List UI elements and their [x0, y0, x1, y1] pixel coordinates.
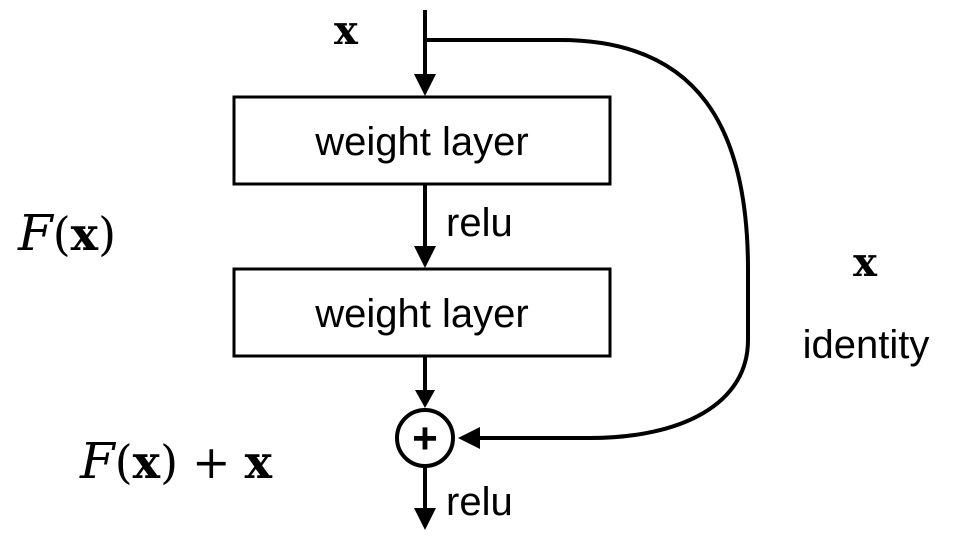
identity-var-label: x	[853, 239, 878, 286]
residual-function-label: F(x)	[17, 204, 116, 262]
weight-layer-1-box	[232, 95, 612, 186]
residual-function-open: (	[53, 207, 71, 261]
identity-arrow-head	[458, 427, 480, 449]
add-node-symbol: +	[412, 414, 438, 463]
relu-2-label: relu	[446, 480, 513, 524]
input-label: x	[334, 7, 359, 54]
residual-function-var: x	[71, 207, 99, 261]
weight-layer-2-label: weight layer	[314, 292, 528, 336]
input-arrow-head	[414, 74, 436, 96]
weight-layer-1-label: weight layer	[314, 120, 528, 164]
sum-open: (	[115, 435, 133, 489]
weight-layer-2-box	[232, 267, 612, 358]
sum-close: )	[160, 435, 178, 489]
to-add-arrow-head	[415, 390, 435, 408]
sum-label: F(x)+x	[79, 432, 273, 490]
sum-var2: x	[245, 435, 273, 489]
relu-1-label: relu	[446, 201, 513, 245]
identity-skip-path	[425, 38, 750, 440]
mid-arrow-head	[414, 246, 436, 268]
output-arrow-head	[414, 508, 436, 530]
sum-script: F	[79, 432, 117, 490]
sum-plus: +	[192, 435, 231, 489]
residual-function-script: F	[17, 204, 55, 262]
identity-label: identity	[803, 323, 930, 367]
sum-var: x	[133, 435, 161, 489]
residual-function-close: )	[98, 207, 116, 261]
